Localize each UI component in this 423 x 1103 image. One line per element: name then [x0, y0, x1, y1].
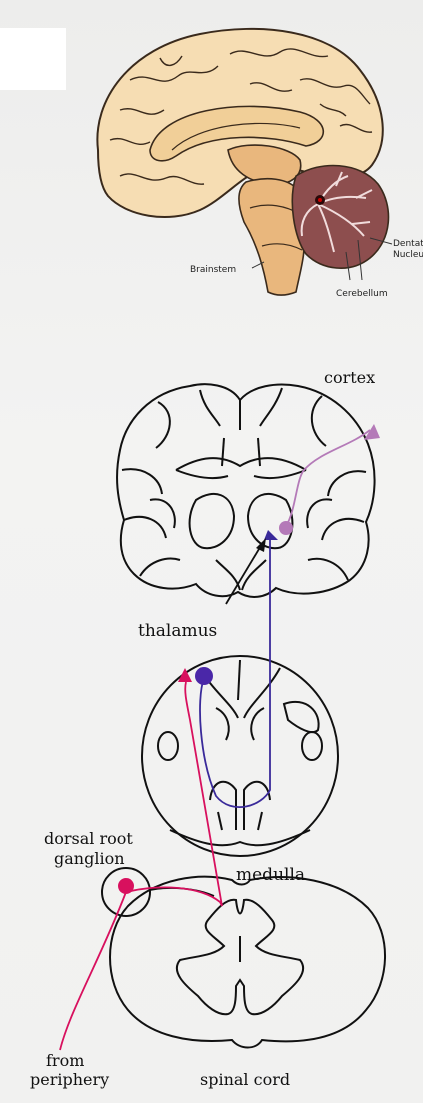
- spinal-cord-outline: [110, 877, 385, 1048]
- first-order-cell-body: [118, 878, 134, 894]
- coronal-brain-section: [117, 384, 375, 597]
- second-order-terminal: [264, 530, 278, 540]
- dentate-label-line1: Dentate: [393, 239, 423, 249]
- second-order-neuron: [195, 530, 278, 807]
- sagittal-brain-illustration: Brainstem Cerebellum Dentate Nucleus: [0, 28, 423, 299]
- third-order-neuron: [279, 424, 380, 535]
- third-order-axon: [286, 430, 370, 526]
- medulla-outline: [142, 656, 338, 856]
- white-patch: [0, 28, 66, 90]
- from-periphery-label-line1: from: [46, 1051, 84, 1070]
- spinal-cord-section: [110, 877, 385, 1048]
- cortex-label: cortex: [324, 368, 375, 387]
- brainstem-label: Brainstem: [190, 265, 236, 275]
- dentate-label-line2: Nucleus: [393, 250, 423, 260]
- second-order-cell-body: [195, 667, 213, 685]
- medulla-section: [142, 656, 338, 856]
- cerebellum-label: Cerebellum: [336, 289, 388, 299]
- dorsal-root-label-line2: ganglion: [54, 849, 125, 868]
- third-order-cell-body: [279, 521, 293, 535]
- dorsal-root-label-line1: dorsal root: [44, 829, 133, 848]
- spinal-cord-label: spinal cord: [200, 1070, 290, 1089]
- from-periphery-label-line2: periphery: [30, 1070, 109, 1089]
- first-order-peripheral-axon: [60, 892, 126, 1050]
- medulla-label: medulla: [236, 865, 305, 885]
- thalamus-label: thalamus: [138, 621, 217, 641]
- thalamus-arrow: [226, 538, 266, 604]
